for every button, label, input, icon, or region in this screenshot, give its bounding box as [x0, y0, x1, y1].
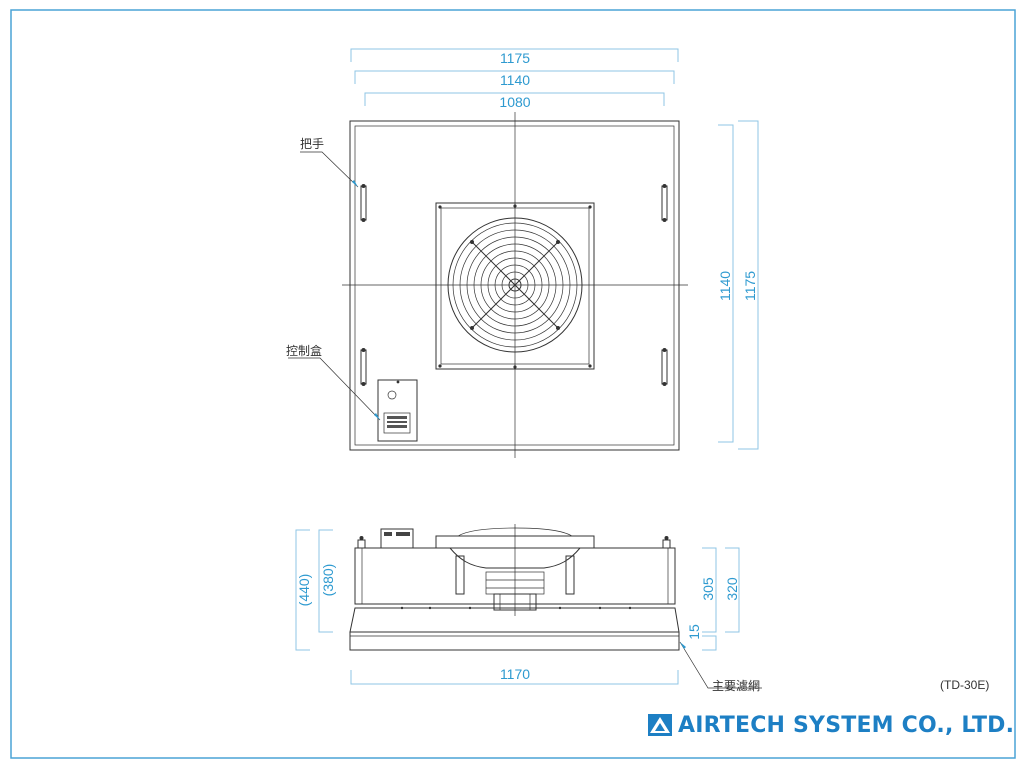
top-view-unit: [342, 112, 688, 458]
model-number: (TD-30E): [940, 678, 990, 692]
dim-1140-right: 1140: [717, 271, 733, 301]
handle-icon: [360, 184, 668, 386]
company-logo: AIRTECH SYSTEM CO., LTD.: [648, 710, 1014, 740]
dim-440: (440): [296, 574, 312, 607]
side-view-unit: [349, 524, 680, 651]
dim-1140-top: 1140: [500, 72, 530, 88]
label-main-filter: 主要濾網: [712, 678, 760, 693]
dim-15: 15: [686, 624, 702, 640]
fan-guard-icon: [447, 217, 583, 353]
dim-380: (380): [320, 564, 336, 597]
dim-1080-top: 1080: [499, 94, 530, 110]
label-control-box: 控制盒: [286, 343, 322, 358]
sheet-border: [10, 9, 1016, 759]
side-view-labels: 主要濾網: [679, 641, 762, 693]
top-height-dimensions: 1140 1175: [717, 120, 759, 450]
dim-320: 320: [724, 577, 740, 601]
top-view-labels: 把手 控制盒: [286, 137, 381, 421]
logo-triangle-icon: [648, 714, 672, 736]
control-box-icon: [377, 379, 418, 442]
label-handle: 把手: [300, 137, 324, 151]
side-view-dimensions: (440) (380) 305 320 15 1170: [295, 529, 740, 685]
dim-1175-right: 1175: [742, 271, 758, 301]
company-name: AIRTECH SYSTEM CO., LTD.: [678, 712, 1015, 738]
dim-305: 305: [700, 577, 716, 601]
top-width-dimensions: 1175 1140 1080: [350, 48, 679, 110]
dim-1170: 1170: [500, 666, 530, 682]
dim-1175-top: 1175: [500, 50, 530, 66]
